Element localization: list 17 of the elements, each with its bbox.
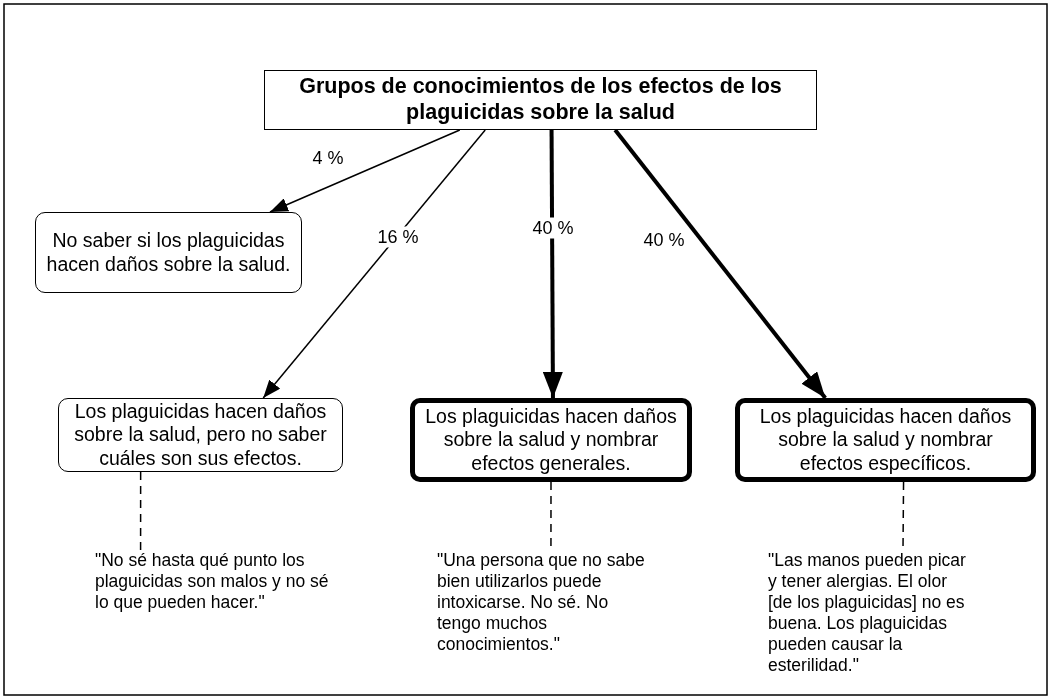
arrow	[613, 128, 827, 400]
box-text: Los plaguicidas hacen daños sobre la salud y nombrar efectos específicos.	[758, 404, 1013, 476]
dashed-connector	[139, 471, 142, 551]
box-text: No saber si los plaguicidas hacen daños sobre la salud.	[45, 229, 292, 276]
quote-text: "Las manos pueden picar y tener alergias. El olor [de los plaguicidas] no es buena. Los plaguicidas pueden causar la esterilidad."	[768, 550, 967, 676]
arrow	[542, 130, 563, 398]
box-text: Grupos de conocimientos de los efectos de los plaguicidas sobre la salud	[298, 74, 783, 126]
box-text: Los plaguicidas hacen daños sobre la salud, pero no saber cuáles son sus efectos.	[73, 399, 328, 471]
title-box	[264, 70, 817, 130]
quote-text: "No sé hasta qué punto los plaguicidas son malos y no sé lo que pueden hacer."	[95, 550, 330, 613]
quote-text: "Una persona que no sabe bien utilizarlos puede intoxicarse. No sé. No tengo muchos conocimientos."	[437, 550, 646, 655]
arrow	[262, 129, 486, 399]
box-text: Los plaguicidas hacen daños sobre la salud y nombrar efectos generales.	[424, 404, 678, 476]
arrow	[269, 129, 461, 213]
category-box	[735, 398, 1036, 482]
category-box	[410, 398, 692, 482]
category-box	[35, 212, 302, 293]
